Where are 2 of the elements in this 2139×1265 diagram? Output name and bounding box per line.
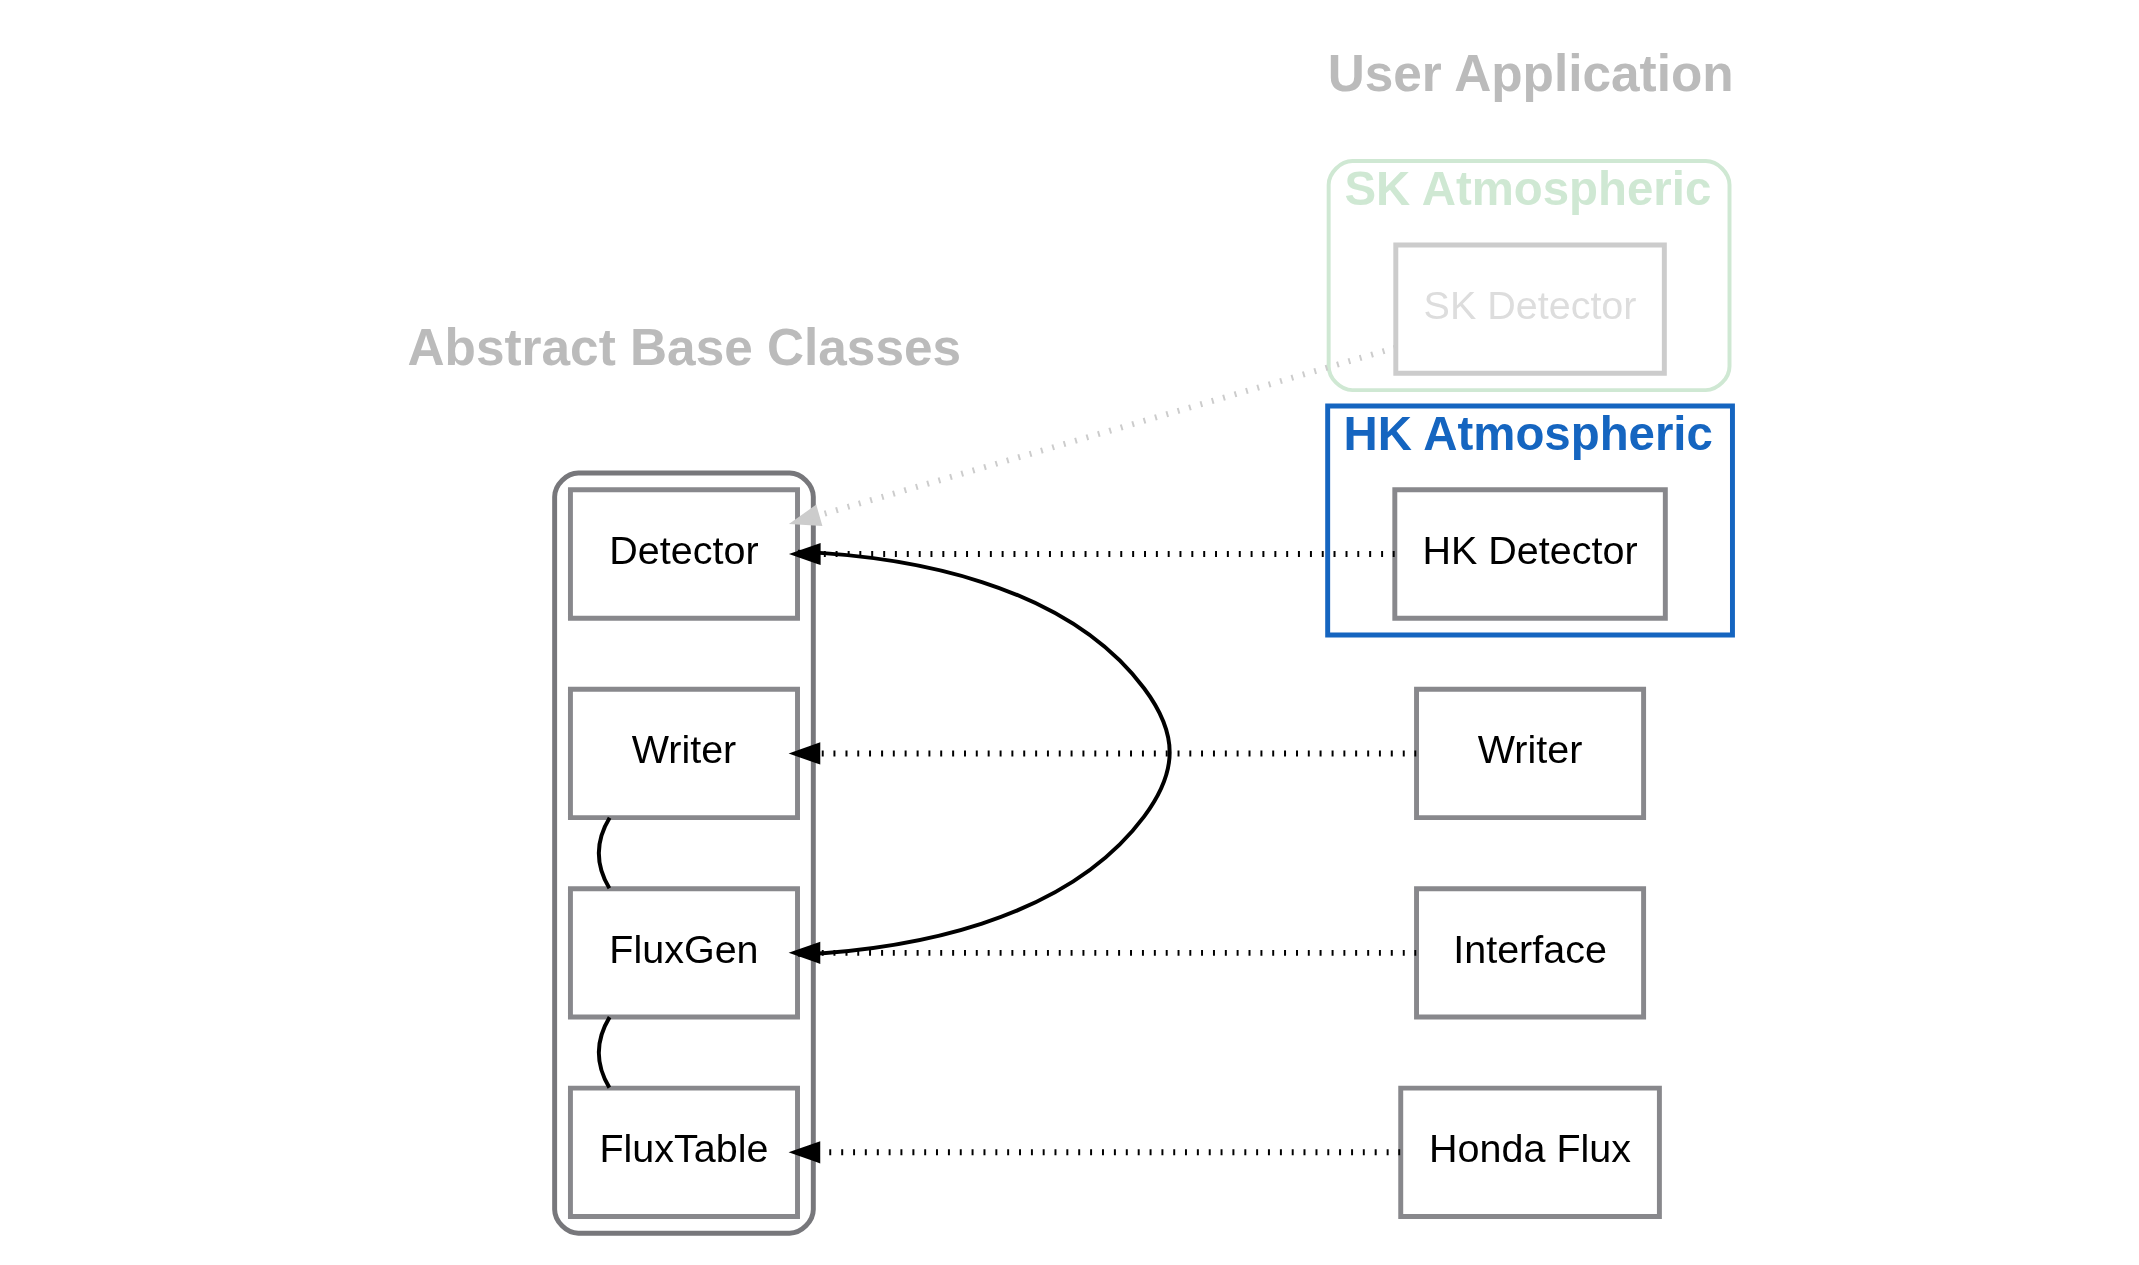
label: Abstract Base Classes: [407, 319, 961, 377]
label: User Application: [1327, 44, 1734, 102]
